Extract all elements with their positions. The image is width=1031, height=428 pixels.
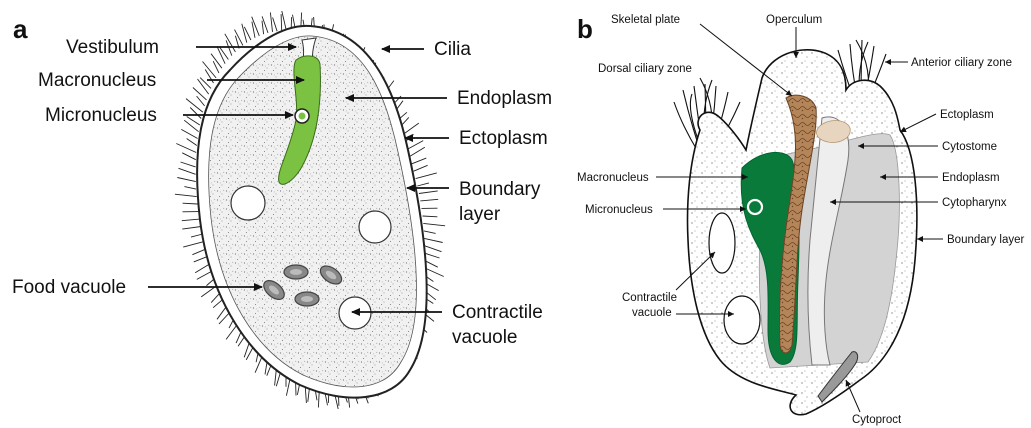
cilium	[242, 24, 247, 43]
label-dorsal-ciliary-zone: Dorsal ciliary zone	[598, 63, 692, 75]
vacuole-left	[231, 186, 265, 220]
micronucleus-core	[299, 113, 306, 120]
label-cytoproct: Cytoproct	[852, 414, 902, 426]
cilium	[176, 144, 196, 153]
cilium	[423, 216, 438, 217]
cilium	[424, 246, 441, 252]
cilium	[183, 241, 204, 247]
cilium	[281, 14, 282, 31]
cilium	[416, 173, 437, 179]
cilium	[193, 88, 207, 100]
panel-a: a Vestibulum Macro	[12, 11, 552, 409]
label-cytostome: Cytostome	[942, 141, 997, 153]
cilium	[184, 187, 196, 190]
cilium	[273, 18, 278, 32]
contractile-vacuole-shape	[339, 297, 371, 329]
label-operculum: Operculum	[766, 14, 822, 26]
cilium	[420, 199, 438, 201]
label-cilia: Cilia	[434, 39, 471, 60]
cilium	[282, 11, 287, 31]
label-contractile-vacuole-line1: Contractile	[452, 302, 543, 323]
cilium	[181, 162, 196, 167]
label-ectoplasm: Ectoplasm	[459, 128, 548, 149]
micronucleus-b-shape	[748, 200, 762, 214]
cilium	[177, 178, 196, 182]
label-cytopharynx: Cytopharynx	[942, 197, 1007, 209]
label-vestibulum: Vestibulum	[66, 37, 159, 58]
contractile-vacuole-b-upper	[709, 213, 735, 273]
cilium	[205, 70, 213, 84]
cilium	[183, 203, 198, 204]
label-endoplasm: Endoplasm	[457, 88, 552, 109]
cilium	[182, 153, 196, 160]
panel-a-letter: a	[13, 14, 28, 44]
label-food-vacuole: Food vacuole	[12, 277, 126, 298]
cilium	[184, 120, 198, 132]
label-skeletal-plate: Skeletal plate	[611, 14, 680, 26]
label-contractile-vacuole-b-line1: Contractile	[622, 292, 677, 304]
cilium	[225, 34, 236, 52]
cilium	[423, 223, 445, 225]
cilium	[179, 168, 196, 174]
label-boundary-layer-line2: layer	[459, 204, 501, 225]
cilium	[424, 231, 436, 234]
cilium	[198, 79, 209, 94]
cilium	[211, 54, 222, 68]
cilium	[424, 238, 443, 242]
cilium	[191, 234, 203, 237]
label-macronucleus-b: Macronucleus	[577, 172, 649, 184]
label-macronucleus: Macronucleus	[38, 70, 156, 91]
label-contractile-vacuole-line2: vacuole	[452, 327, 518, 348]
label-micronucleus: Micronucleus	[45, 105, 157, 126]
cilium	[417, 183, 429, 186]
panel-b: b	[577, 14, 1025, 426]
cilium	[270, 12, 272, 32]
contractile-vacuole-b-lower	[724, 296, 760, 344]
cilium	[187, 139, 197, 146]
cilium	[226, 40, 232, 55]
label-endoplasm-b: Endoplasm	[942, 172, 1000, 184]
cilium	[407, 141, 424, 150]
label-micronucleus-b: Micronucleus	[585, 204, 653, 216]
label-boundary-layer-line1: Boundary	[459, 179, 541, 200]
cilium	[412, 158, 427, 164]
cilium	[175, 194, 197, 196]
cilium	[182, 219, 200, 221]
cilium	[424, 253, 439, 258]
label-anterior-ciliary-zone: Anterior ciliary zone	[911, 57, 1012, 69]
arrow-ectoplasm-b	[900, 114, 936, 132]
cilium	[220, 47, 229, 59]
cilium	[409, 147, 425, 157]
vacuole-right	[359, 211, 391, 243]
label-contractile-vacuole-b-line2: vacuole	[632, 307, 672, 319]
cilium	[414, 165, 428, 171]
cilium	[181, 129, 197, 138]
cilium	[419, 191, 438, 194]
label-ectoplasm-b: Ectoplasm	[940, 109, 994, 121]
cilium	[182, 227, 201, 230]
cilium	[262, 21, 264, 35]
label-boundary-layer-b: Boundary layer	[947, 234, 1025, 246]
panel-b-letter: b	[577, 14, 593, 44]
